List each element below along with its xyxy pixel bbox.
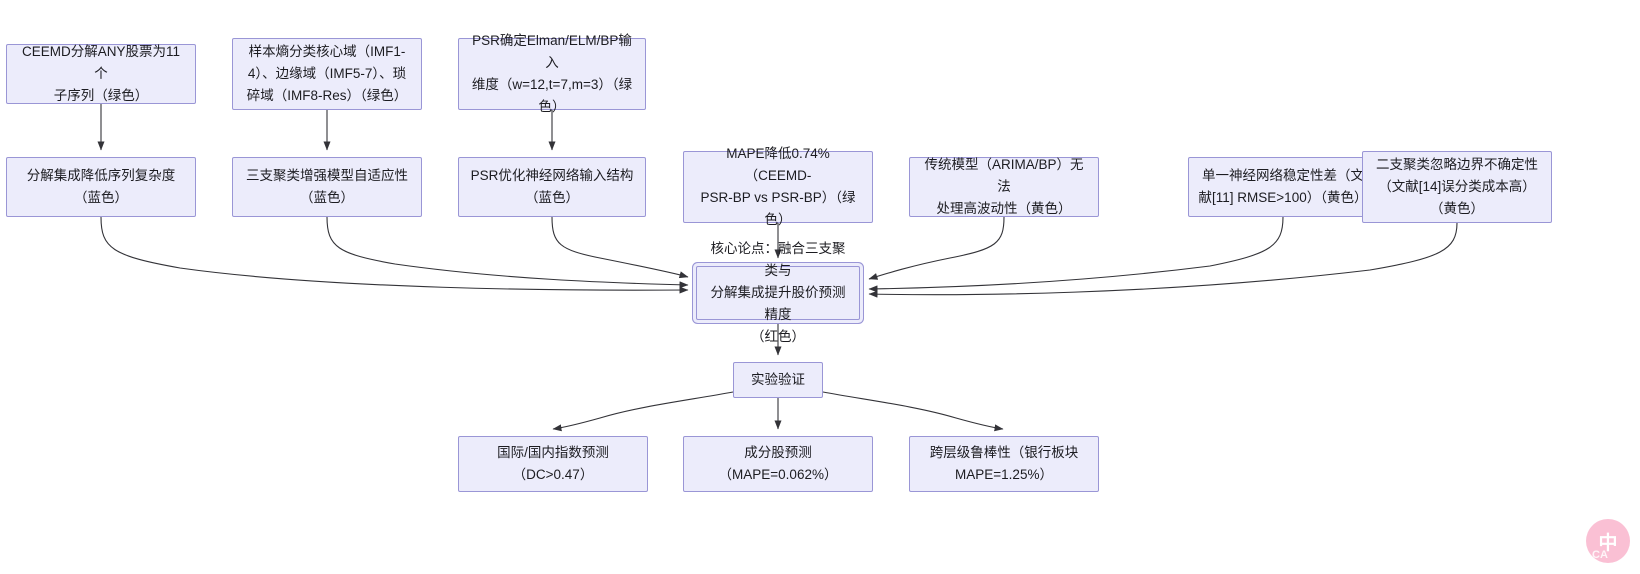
mape-reduction-node-label: MAPE降低0.74%（CEEMD- PSR-BP vs PSR-BP）（绿 色… xyxy=(700,146,856,227)
index-forecast-result-node-label: 国际/国内指数预测 （DC>0.47） xyxy=(497,445,609,482)
sample-entropy-node[interactable]: 样本熵分类核心域（IMF1- 4）、边缘域（IMF5-7）、琐 碎域（IMF8-… xyxy=(232,38,422,110)
edge-n5-to-core xyxy=(326,216,689,289)
edge-n9-to-core xyxy=(868,216,1284,293)
single-network-instability-node-label: 单一神经网络稳定性差（文 献[11] RMSE>100）（黄色） xyxy=(1198,168,1368,205)
watermark-glyph: 中 xyxy=(1598,532,1618,554)
edge-n10-to-core xyxy=(868,222,1458,298)
constituent-stock-forecast-result-node[interactable]: 成分股预测 （MAPE=0.062%） xyxy=(683,436,873,492)
two-way-clustering-boundary-node[interactable]: 二支聚类忽略边界不确定性 （文献[14]误分类成本高） （黄色） xyxy=(1362,151,1552,223)
psr-input-dimension-node[interactable]: PSR确定Elman/ELM/BP输入 维度（w=12,t=7,m=3）（绿 色… xyxy=(458,33,646,114)
psr-network-structure-node[interactable]: PSR优化神经网络输入结构 （蓝色） xyxy=(458,157,646,217)
three-way-clustering-adaptivity-node[interactable]: 三支聚类增强模型自适应性 （蓝色） xyxy=(232,157,422,217)
core-thesis-node[interactable]: 核心论点：融合三支聚类与 分解集成提升股价预测精度 （红色） xyxy=(696,241,860,344)
traditional-model-limitation-node[interactable]: 传统模型（ARIMA/BP）无法 处理高波动性（黄色） xyxy=(909,157,1099,217)
edge-n4-to-core xyxy=(100,216,689,294)
index-forecast-result-node[interactable]: 国际/国内指数预测 （DC>0.47） xyxy=(458,436,648,492)
single-network-instability-node[interactable]: 单一神经网络稳定性差（文 献[11] RMSE>100）（黄色） xyxy=(1188,157,1378,217)
ceemd-decomposition-node-label: CEEMD分解ANY股票为11个 子序列（绿色） xyxy=(21,44,181,103)
edge-n8-to-core xyxy=(868,216,1005,280)
decomposition-complexity-node[interactable]: 分解集成降低序列复杂度 （蓝色） xyxy=(6,157,196,217)
core-thesis-node-label: 核心论点：融合三支聚类与 分解集成提升股价预测精度 （红色） xyxy=(710,241,846,344)
experiment-validation-node[interactable]: 实验验证 xyxy=(733,362,823,398)
edge-exp-to-r1 xyxy=(552,391,734,432)
traditional-model-limitation-node-label: 传统模型（ARIMA/BP）无法 处理高波动性（黄色） xyxy=(924,157,1084,216)
sample-entropy-node-label: 样本熵分类核心域（IMF1- 4）、边缘域（IMF5-7）、琐 碎域（IMF8-… xyxy=(246,44,408,103)
cross-level-robustness-result-node-label: 跨层级鲁棒性（银行板块 MAPE=1.25%） xyxy=(929,445,1079,482)
experiment-validation-node-label: 实验验证 xyxy=(751,372,805,388)
edge-n6-to-core xyxy=(551,216,689,279)
watermark-badge: 中 CA xyxy=(1586,519,1630,563)
cross-level-robustness-result-node[interactable]: 跨层级鲁棒性（银行板块 MAPE=1.25%） xyxy=(909,436,1099,492)
decomposition-complexity-node-label: 分解集成降低序列复杂度 （蓝色） xyxy=(26,168,176,205)
psr-network-structure-node-label: PSR优化神经网络输入结构 （蓝色） xyxy=(470,168,634,205)
edge-exp-to-r3 xyxy=(822,391,1004,432)
mape-reduction-node[interactable]: MAPE降低0.74%（CEEMD- PSR-BP vs PSR-BP）（绿 色… xyxy=(683,146,873,227)
watermark-subtext: CA xyxy=(1592,549,1608,561)
two-way-clustering-boundary-node-label: 二支聚类忽略边界不确定性 （文献[14]误分类成本高） （黄色） xyxy=(1376,157,1538,216)
ceemd-decomposition-node[interactable]: CEEMD分解ANY股票为11个 子序列（绿色） xyxy=(6,44,196,104)
constituent-stock-forecast-result-node-label: 成分股预测 （MAPE=0.062%） xyxy=(718,445,838,482)
psr-input-dimension-node-label: PSR确定Elman/ELM/BP输入 维度（w=12,t=7,m=3）（绿 色… xyxy=(471,33,633,114)
three-way-clustering-adaptivity-node-label: 三支聚类增强模型自适应性 （蓝色） xyxy=(246,168,408,205)
